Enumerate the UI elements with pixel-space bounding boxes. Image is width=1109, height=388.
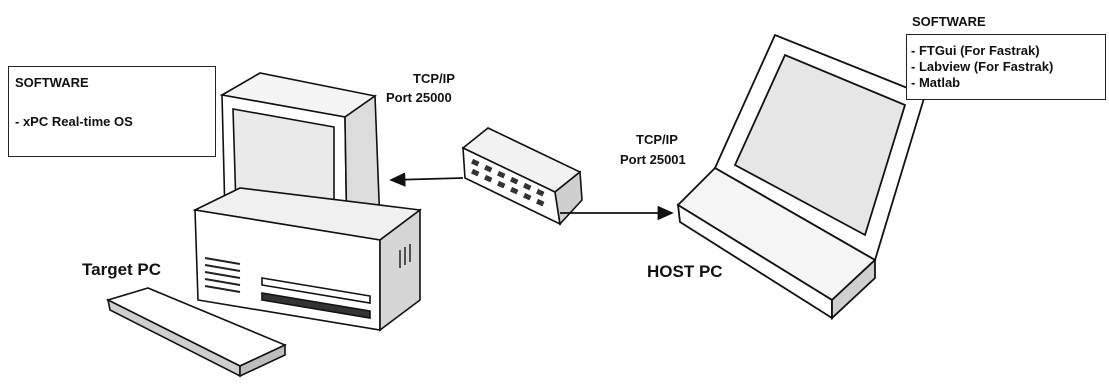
- host-software-item-matlab: - Matlab: [911, 75, 960, 91]
- target-software-title: SOFTWARE: [15, 75, 89, 91]
- host-software-box: - FTGui (For Fastrak) - Labview (For Fas…: [906, 34, 1106, 100]
- network-switch: [463, 128, 582, 224]
- target-case: [195, 188, 420, 330]
- link-target-port: Port 25000: [386, 90, 452, 106]
- host-software-item-labview: - Labview (For Fastrak): [911, 59, 1053, 75]
- link-target-switch: [391, 178, 463, 180]
- host-pc-label: HOST PC: [647, 262, 723, 282]
- host-software-title: SOFTWARE: [912, 14, 986, 30]
- target-software-box: SOFTWARE - xPC Real-time OS: [8, 66, 216, 157]
- target-software-item: - xPC Real-time OS: [15, 114, 133, 130]
- link-target-protocol: TCP/IP: [413, 71, 455, 87]
- link-host-port: Port 25001: [620, 152, 686, 168]
- link-host-protocol: TCP/IP: [636, 132, 678, 148]
- target-pc-label: Target PC: [82, 260, 161, 280]
- host-software-item-ftgui: - FTGui (For Fastrak): [911, 43, 1040, 59]
